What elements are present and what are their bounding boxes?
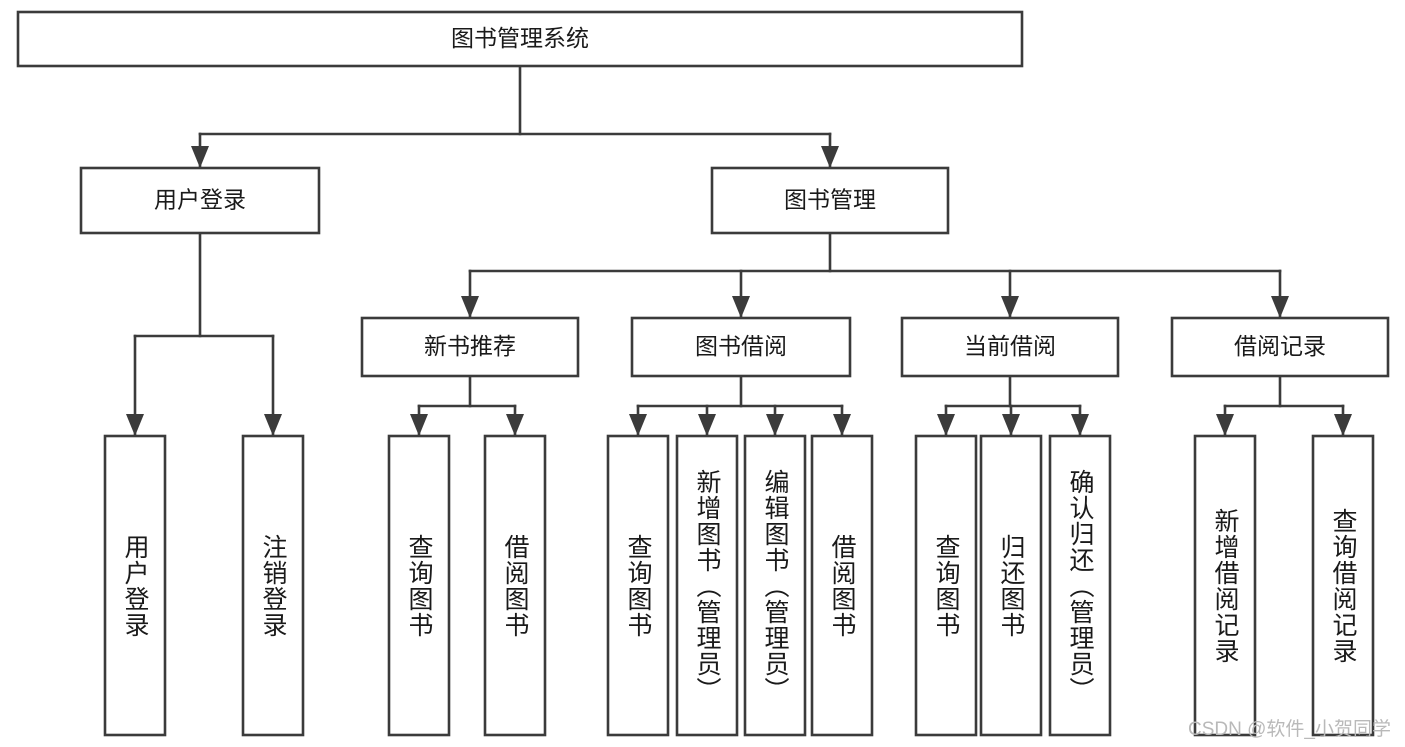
arrow-head-icon-leaf-borrow-book-1 <box>506 414 524 436</box>
node-leaf-user-login[interactable] <box>103 434 167 737</box>
node-leaf-add-book[interactable] <box>675 434 739 737</box>
node-leaf-return-book[interactable] <box>979 434 1043 737</box>
node-box-leaf-edit-book[interactable] <box>743 434 807 737</box>
node-leaf-borrow-book-1[interactable] <box>483 434 547 737</box>
arrow-head-icon-leaf-add-record <box>1216 414 1234 436</box>
connector-lines-layer <box>126 64 1352 437</box>
node-box-new-book-recommend[interactable] <box>360 316 580 378</box>
node-new-book-recommend[interactable]: 新书推荐 <box>360 316 580 378</box>
arrow-head-icon-leaf-edit-book <box>766 414 784 436</box>
node-label-book-manage: 图书管理 <box>784 187 876 213</box>
node-box-root[interactable] <box>16 10 1024 68</box>
node-box-leaf-borrow-book-2[interactable] <box>810 434 874 737</box>
node-label-book-borrow: 图书借阅 <box>695 333 787 359</box>
arrow-head-icon-current-borrow <box>1001 296 1019 318</box>
arrow-head-icon-leaf-query-book-1 <box>410 414 428 436</box>
node-box-leaf-query-record[interactable] <box>1311 434 1375 737</box>
node-leaf-query-book-1[interactable] <box>387 434 451 737</box>
node-box-leaf-add-record[interactable] <box>1193 434 1257 737</box>
arrow-head-icon-leaf-logout <box>264 414 282 436</box>
arrow-head-icon-leaf-user-login <box>126 414 144 436</box>
node-box-leaf-add-book[interactable] <box>675 434 739 737</box>
arrow-head-icon-user-login <box>191 146 209 168</box>
node-label-root: 图书管理系统 <box>451 25 589 51</box>
node-book-borrow[interactable]: 图书借阅 <box>630 316 852 378</box>
node-leaf-query-record[interactable] <box>1311 434 1375 737</box>
arrow-head-icon-book-borrow <box>732 296 750 318</box>
node-label-user-login: 用户登录 <box>154 187 246 213</box>
node-leaf-confirm-return[interactable] <box>1048 434 1112 737</box>
node-user-login[interactable]: 用户登录 <box>79 166 321 235</box>
node-leaf-query-book-3[interactable] <box>914 434 978 737</box>
arrow-head-icon-leaf-query-record <box>1334 414 1352 436</box>
node-box-borrow-record[interactable] <box>1170 316 1390 378</box>
node-box-leaf-logout[interactable] <box>241 434 305 737</box>
node-label-current-borrow: 当前借阅 <box>964 333 1056 359</box>
node-leaf-edit-book[interactable] <box>743 434 807 737</box>
node-box-leaf-query-book-1[interactable] <box>387 434 451 737</box>
arrow-head-icon-leaf-query-book-3 <box>937 414 955 436</box>
node-leaf-query-book-2[interactable] <box>606 434 670 737</box>
node-leaf-add-record[interactable] <box>1193 434 1257 737</box>
csdn-watermark: CSDN @软件_小贺同学 <box>1188 719 1391 740</box>
node-current-borrow[interactable]: 当前借阅 <box>900 316 1120 378</box>
node-box-leaf-query-book-2[interactable] <box>606 434 670 737</box>
node-box-leaf-borrow-book-1[interactable] <box>483 434 547 737</box>
arrow-head-icon-leaf-query-book-2 <box>629 414 647 436</box>
node-box-leaf-confirm-return[interactable] <box>1048 434 1112 737</box>
node-label-new-book-recommend: 新书推荐 <box>424 333 516 359</box>
node-box-leaf-user-login[interactable] <box>103 434 167 737</box>
arrow-head-icon-leaf-add-book <box>698 414 716 436</box>
node-leaf-borrow-book-2[interactable] <box>810 434 874 737</box>
arrow-head-icon-borrow-record <box>1271 296 1289 318</box>
node-borrow-record[interactable]: 借阅记录 <box>1170 316 1390 378</box>
node-box-leaf-return-book[interactable] <box>979 434 1043 737</box>
node-box-current-borrow[interactable] <box>900 316 1120 378</box>
node-box-user-login[interactable] <box>79 166 321 235</box>
node-box-book-borrow[interactable] <box>630 316 852 378</box>
node-label-borrow-record: 借阅记录 <box>1234 333 1326 359</box>
node-box-book-manage[interactable] <box>710 166 950 235</box>
node-leaf-logout[interactable] <box>241 434 305 737</box>
arrow-head-icon-leaf-confirm-return <box>1071 414 1089 436</box>
arrow-head-icon-new-book-recommend <box>461 296 479 318</box>
node-box-leaf-query-book-3[interactable] <box>914 434 978 737</box>
arrow-head-icon-leaf-borrow-book-2 <box>833 414 851 436</box>
arrow-head-icon-book-manage <box>821 146 839 168</box>
node-book-manage[interactable]: 图书管理 <box>710 166 950 235</box>
node-root[interactable]: 图书管理系统 <box>16 10 1024 68</box>
arrow-head-icon-leaf-return-book <box>1002 414 1020 436</box>
